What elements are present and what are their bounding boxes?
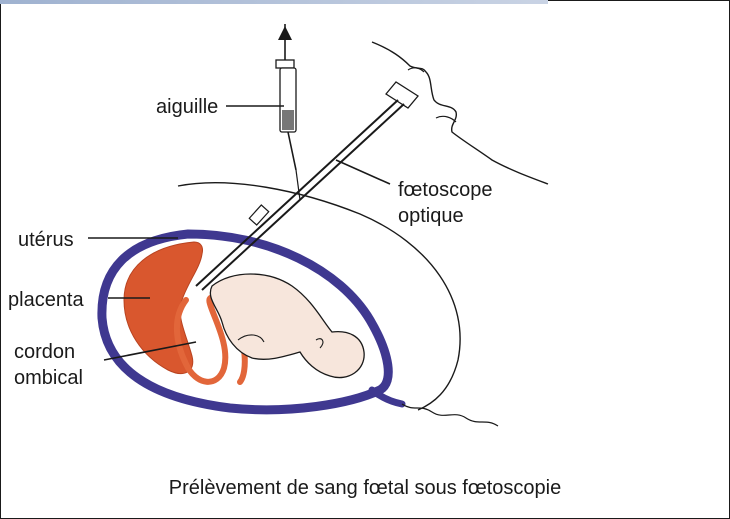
mother-profile: [372, 42, 548, 184]
cervix-line: [402, 404, 498, 426]
figure-caption: Prélèvement de sang fœtal sous fœtoscopi…: [169, 477, 561, 499]
label-aiguille: aiguille: [156, 96, 218, 118]
label-uterus: utérus: [18, 229, 74, 251]
label-foetoscope-line2: optique: [398, 205, 464, 227]
uterus-lower-segment: [372, 390, 402, 404]
leader-foetoscope: [336, 160, 390, 184]
syringe: [276, 24, 300, 200]
label-cordon-line1: cordon: [14, 341, 75, 363]
label-foetoscope-line1: fœtoscope: [398, 179, 492, 201]
label-cordon-line2: ombical: [14, 367, 83, 389]
label-placenta: placenta: [8, 289, 84, 311]
mother-mouth: [436, 116, 456, 122]
